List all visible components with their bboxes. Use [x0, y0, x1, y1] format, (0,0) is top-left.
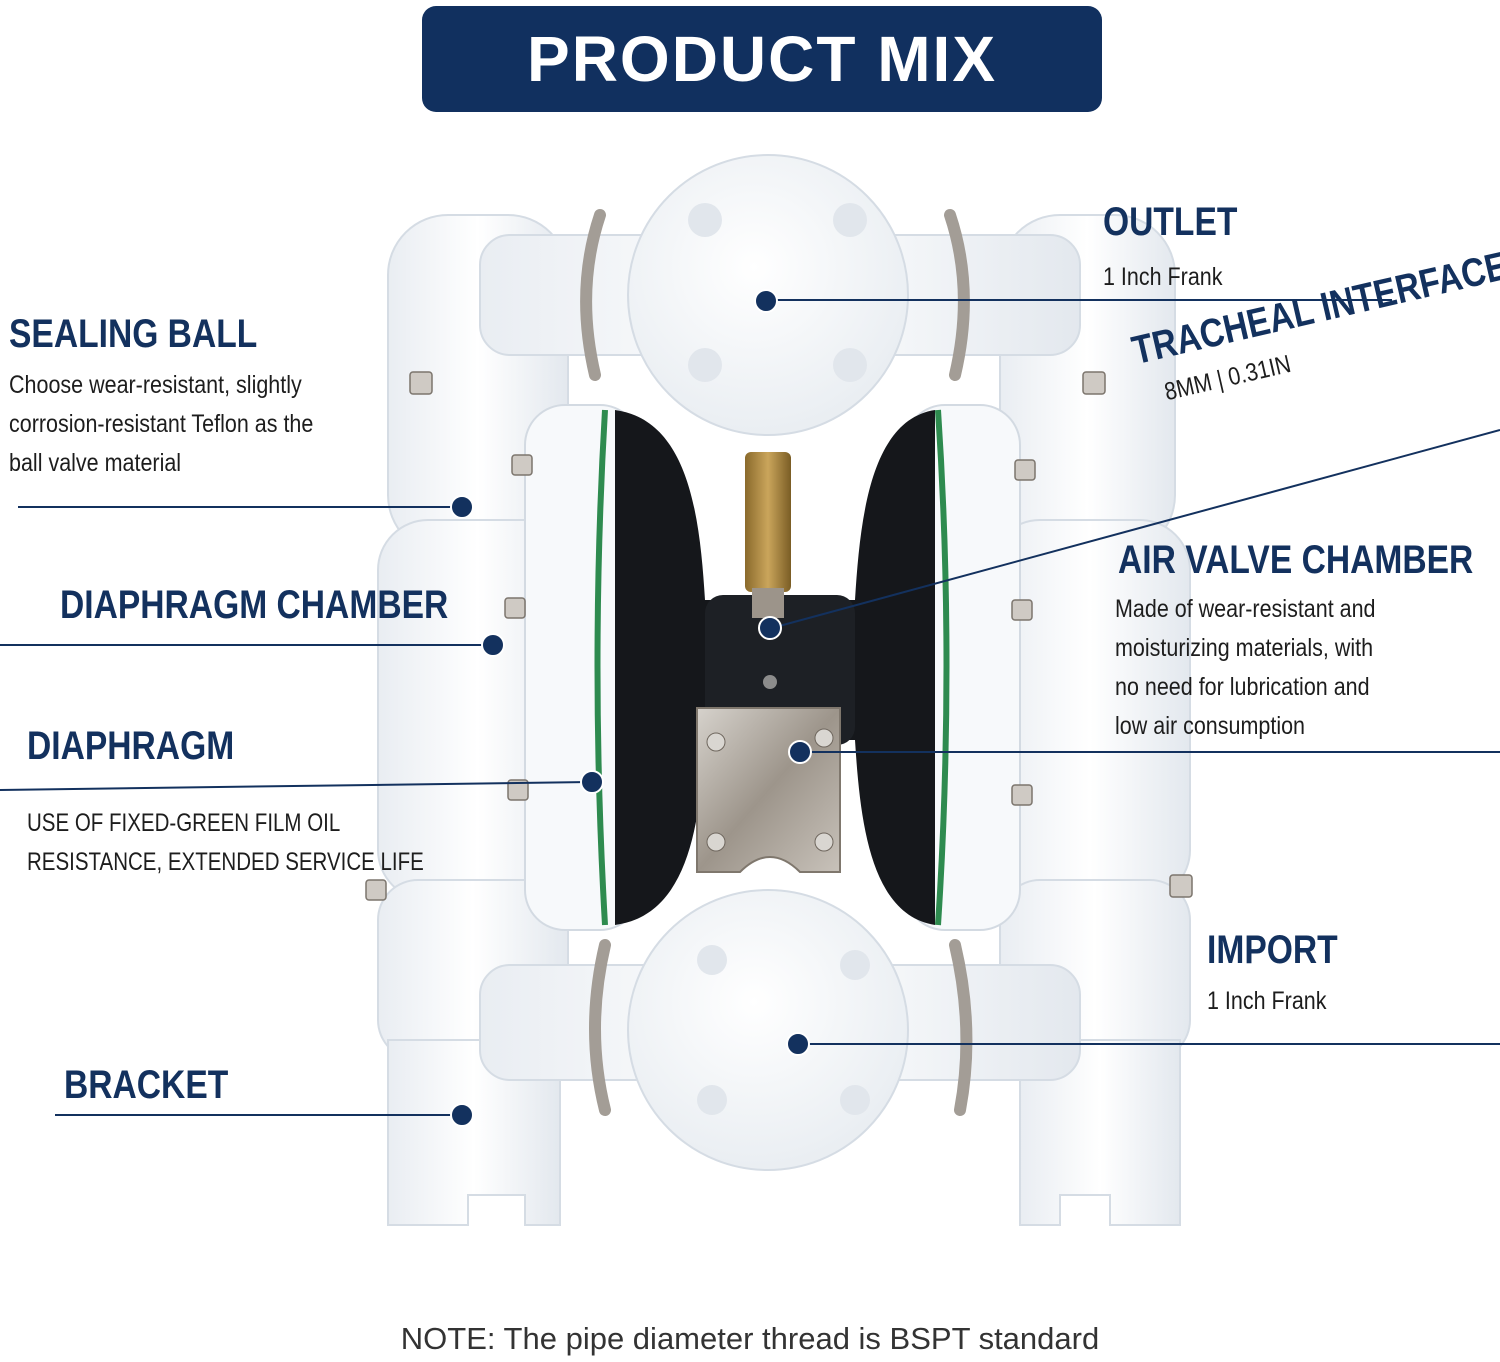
- sealing-ball-callout: SEALING BALL Choose wear-resistant, slig…: [9, 314, 363, 483]
- leader-lines: [0, 299, 1500, 1116]
- desc-line: ball valve material: [9, 449, 182, 477]
- desc-line: Choose wear-resistant, slightly: [9, 371, 302, 399]
- diaphragm-desc: USE OF FIXED-GREEN FILM OIL RESISTANCE, …: [27, 804, 424, 882]
- diaphragm-title: DIAPHRAGM: [27, 724, 235, 768]
- air-valve-plate: [696, 707, 841, 873]
- import-desc: 1 Inch Frank: [1207, 987, 1327, 1015]
- sealing-ball-desc: Choose wear-resistant, slightly corrosio…: [9, 366, 313, 483]
- air-valve-chamber-title: AIR VALVE CHAMBER: [1118, 538, 1474, 582]
- page-title: PRODUCT MIX: [527, 23, 997, 95]
- bracket-callout: BRACKET: [64, 1065, 260, 1105]
- desc-line: no need for lubrication and: [1115, 673, 1370, 701]
- clamps: [580, 209, 973, 1116]
- sealing-ball-title: SEALING BALL: [9, 312, 258, 356]
- outlet-title: OUTLET: [1103, 200, 1238, 244]
- muffler: [745, 452, 791, 618]
- leader-dots: [450, 289, 812, 1127]
- diaphragm-chamber-callout: DIAPHRAGM CHAMBER: [60, 585, 522, 625]
- desc-line: USE OF FIXED-GREEN FILM OIL: [27, 809, 341, 837]
- desc-line: corrosion-resistant Teflon as the: [9, 410, 314, 438]
- import-flange: [627, 889, 909, 1171]
- diaphragm-housing-left: [524, 404, 641, 931]
- outlet-callout: OUTLET 1 Inch Frank: [1103, 202, 1263, 297]
- diaphragm-callout: DIAPHRAGM USE OF FIXED-GREEN FILM OIL RE…: [27, 726, 511, 882]
- diaphragm-chamber-title: DIAPHRAGM CHAMBER: [60, 583, 449, 627]
- outlet-desc: 1 Inch Frank: [1103, 263, 1223, 291]
- desc-line: RESISTANCE, EXTENDED SERVICE LIFE: [27, 848, 424, 876]
- desc-line: moisturizing materials, with: [1115, 634, 1374, 662]
- desc-line: low air consumption: [1115, 712, 1306, 740]
- air-valve-chamber-callout: AIR VALVE CHAMBER Made of wear-resistant…: [1115, 538, 1500, 746]
- bolts: [365, 371, 1193, 901]
- import-title: IMPORT: [1207, 928, 1338, 972]
- footnote: NOTE: The pipe diameter thread is BSPT s…: [400, 1321, 1100, 1356]
- bracket-title: BRACKET: [64, 1063, 229, 1107]
- desc-line: Made of wear-resistant and: [1115, 595, 1376, 623]
- import-callout: IMPORT 1 Inch Frank: [1207, 930, 1363, 1021]
- title-banner: PRODUCT MIX: [422, 6, 1102, 112]
- air-valve-chamber-desc: Made of wear-resistant and moisturizing …: [1115, 590, 1481, 746]
